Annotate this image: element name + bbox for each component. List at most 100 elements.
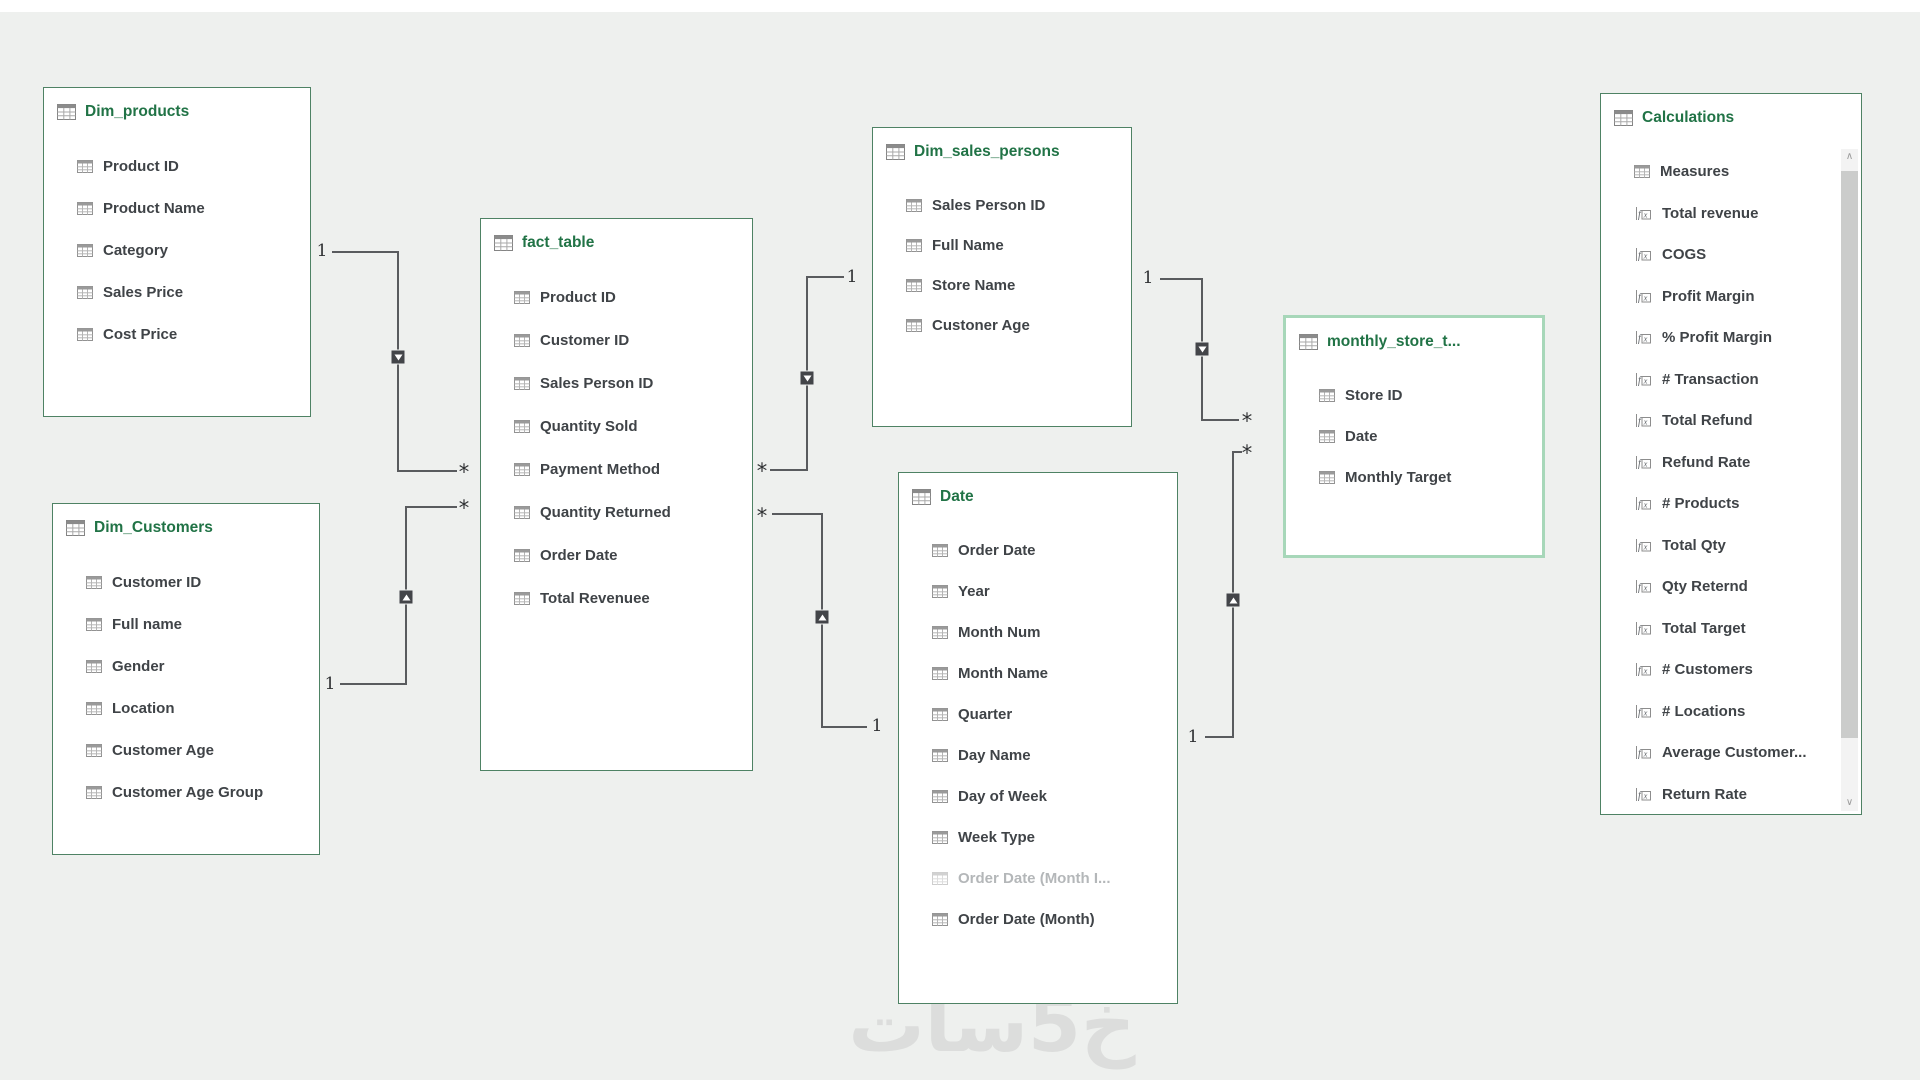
- field-row[interactable]: Category: [44, 229, 310, 271]
- field-row[interactable]: Payment Method: [481, 448, 752, 491]
- table-card-header: Date: [899, 473, 1177, 506]
- field-row[interactable]: Sales Price: [44, 271, 310, 313]
- field-row[interactable]: Product ID: [44, 145, 310, 187]
- svg-text:x: x: [1643, 500, 1648, 510]
- table-icon: [886, 144, 905, 160]
- field-row[interactable]: Order Date: [899, 530, 1177, 571]
- relationship-line[interactable]: [1232, 451, 1242, 453]
- field-row[interactable]: Order Date: [481, 534, 752, 577]
- table-icon: [912, 489, 931, 505]
- svg-text:f: f: [1638, 375, 1642, 386]
- field-row[interactable]: Store ID: [1286, 375, 1542, 416]
- relationship-line[interactable]: [340, 683, 406, 685]
- relationship-line[interactable]: [1205, 736, 1233, 738]
- field-row[interactable]: Sales Person ID: [481, 362, 752, 405]
- field-row[interactable]: Product Name: [44, 187, 310, 229]
- field-row[interactable]: Product ID: [481, 276, 752, 319]
- field-row[interactable]: Week Type: [899, 817, 1177, 858]
- field-label: # Locations: [1662, 702, 1746, 720]
- field-row[interactable]: Order Date (Month): [899, 899, 1177, 940]
- field-row[interactable]: Store Name: [873, 265, 1131, 305]
- field-label: Customer Age: [112, 741, 214, 759]
- scroll-down-icon[interactable]: ∨: [1845, 797, 1854, 808]
- field-row[interactable]: Month Name: [899, 653, 1177, 694]
- svg-text:f: f: [1638, 624, 1642, 635]
- relationship-line[interactable]: [332, 251, 398, 253]
- field-row[interactable]: Monthly Target: [1286, 457, 1542, 498]
- scroll-up-icon[interactable]: ∧: [1845, 151, 1854, 162]
- field-row[interactable]: Quantity Returned: [481, 491, 752, 534]
- field-row[interactable]: Customer Age: [53, 729, 319, 771]
- field-label: Product ID: [540, 289, 616, 306]
- relationship-line[interactable]: [821, 726, 867, 728]
- svg-text:x: x: [1643, 375, 1648, 385]
- scrollbar[interactable]: ∧∨: [1841, 149, 1858, 811]
- table-card-header: Dim_products: [44, 88, 310, 121]
- field-row[interactable]: Quarter: [899, 694, 1177, 735]
- field-row[interactable]: Measures: [1601, 151, 1837, 193]
- relationship-line[interactable]: [397, 470, 457, 472]
- field-row[interactable]: Date: [1286, 416, 1542, 457]
- field-row[interactable]: Custoner Age: [873, 305, 1131, 345]
- field-table-icon: [514, 334, 530, 347]
- field-row[interactable]: Order Date (Month I...: [899, 858, 1177, 899]
- field-row[interactable]: Customer ID: [53, 561, 319, 603]
- field-row[interactable]: Sales Person ID: [873, 185, 1131, 225]
- field-table-icon: [77, 159, 93, 173]
- field-row[interactable]: Customer Age Group: [53, 771, 319, 813]
- field-row[interactable]: Cost Price: [44, 313, 310, 355]
- field-row[interactable]: Customer ID: [481, 319, 752, 362]
- scrollbar-thumb[interactable]: [1841, 171, 1858, 738]
- cardinality-many: *: [458, 496, 470, 521]
- field-label: Gender: [112, 657, 165, 675]
- field-row[interactable]: Full name: [53, 603, 319, 645]
- field-label: Total Qty: [1662, 536, 1726, 554]
- relationship-line[interactable]: [405, 506, 457, 508]
- relationship-line[interactable]: [1201, 419, 1239, 421]
- field-row[interactable]: Day Name: [899, 735, 1177, 776]
- field-label: Qty Reternd: [1662, 578, 1748, 596]
- field-row[interactable]: Full Name: [873, 225, 1131, 265]
- field-row[interactable]: Gender: [53, 645, 319, 687]
- field-label: Profit Margin: [1662, 287, 1755, 305]
- cardinality-one: 1: [1187, 727, 1199, 747]
- field-row[interactable]: Location: [53, 687, 319, 729]
- field-row[interactable]: Day of Week: [899, 776, 1177, 817]
- relationship-line[interactable]: [1160, 278, 1202, 280]
- field-row[interactable]: Month Num: [899, 612, 1177, 653]
- field-row[interactable]: Total Revenuee: [481, 577, 752, 620]
- relationship-line[interactable]: [772, 513, 823, 515]
- cardinality-many: *: [756, 504, 768, 529]
- relationship-line[interactable]: [808, 276, 844, 278]
- field-row[interactable]: Quantity Sold: [481, 405, 752, 448]
- field-row[interactable]: Year: [899, 571, 1177, 612]
- crossfilter-arrow-icon: [399, 590, 413, 604]
- relationship-line[interactable]: [770, 469, 808, 471]
